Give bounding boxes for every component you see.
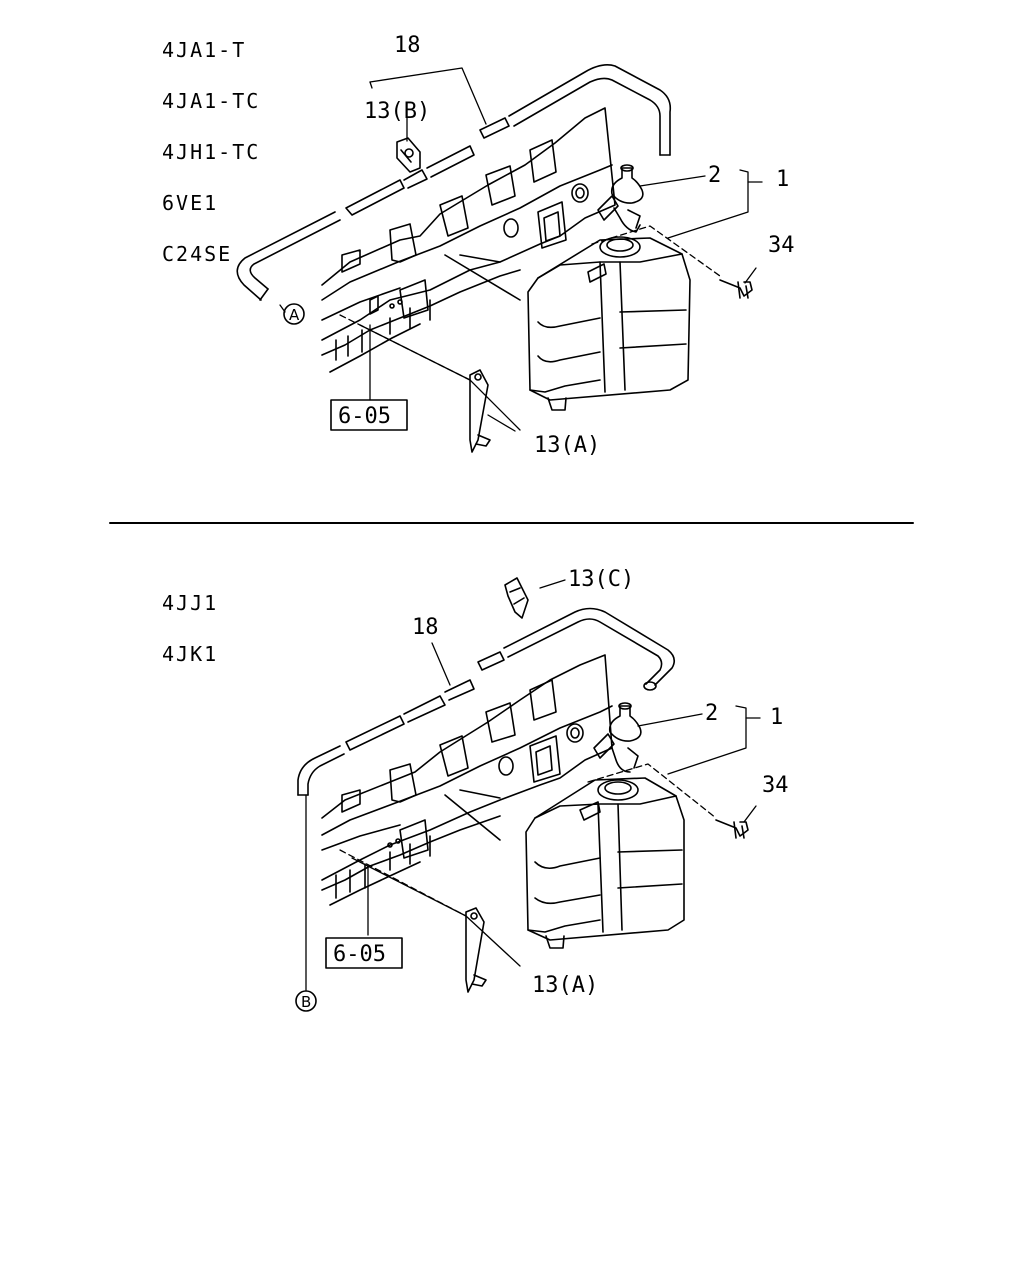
ref-page-label[interactable]: 6-05	[333, 942, 386, 967]
coolant-reservoir	[527, 236, 691, 411]
radiator-cap-2	[593, 702, 642, 773]
model-item: 6VE1	[162, 191, 219, 215]
clip-13b	[396, 137, 421, 173]
model-item: 4JH1-TC	[162, 140, 261, 164]
bottom-assembly: 13(C) 18 2 1 34 13(A) 6-05 B	[295, 567, 789, 1012]
label-18: 18	[412, 615, 439, 640]
connector-a-circle	[283, 303, 305, 325]
label-34: 34	[762, 773, 789, 798]
ref-box	[330, 399, 408, 431]
frame-rail	[321, 654, 613, 906]
ref-page-label[interactable]: 6-05	[338, 404, 391, 429]
model-item: 4JK1	[162, 642, 219, 666]
label-1: 1	[770, 705, 783, 730]
label-18: 18	[394, 33, 421, 58]
bracket-13a	[469, 369, 491, 453]
coolant-reservoir	[525, 777, 685, 949]
connector-a-label: A	[289, 306, 300, 324]
hose-18	[297, 607, 676, 796]
top-leader-lines	[279, 67, 763, 432]
label-2: 2	[705, 701, 718, 726]
model-item: 4JA1-TC	[162, 89, 261, 113]
clip-13c	[504, 577, 529, 619]
radiator-cap-2	[597, 164, 644, 233]
model-item: C24SE	[162, 242, 233, 266]
label-13b: 13(B)	[364, 99, 430, 124]
top-model-list: 4JA1-T 4JA1-TC 4JH1-TC 6VE1 C24SE	[162, 8, 260, 297]
label-13a: 13(A)	[534, 433, 600, 458]
bolt-34	[715, 819, 749, 839]
top-assembly: 18 13(B) 2 1 34 13(A) 6-05 A	[236, 33, 795, 458]
bolt-34	[719, 279, 753, 299]
connector-b-label: B	[301, 993, 311, 1011]
label-2: 2	[708, 163, 721, 188]
bottom-model-list: 4JJ1 4JK1	[162, 561, 218, 697]
label-13c: 13(C)	[568, 567, 634, 592]
bracket-13a	[465, 907, 487, 993]
model-item: 4JA1-T	[162, 38, 247, 62]
connector-b-circle	[295, 990, 317, 1012]
bottom-leader-lines	[305, 579, 761, 991]
label-1: 1	[776, 167, 789, 192]
label-13a: 13(A)	[532, 973, 598, 998]
label-34: 34	[768, 233, 795, 258]
ref-box	[325, 937, 403, 969]
model-item: 4JJ1	[162, 591, 219, 615]
frame-rail	[321, 107, 616, 373]
hose-18	[236, 64, 672, 301]
